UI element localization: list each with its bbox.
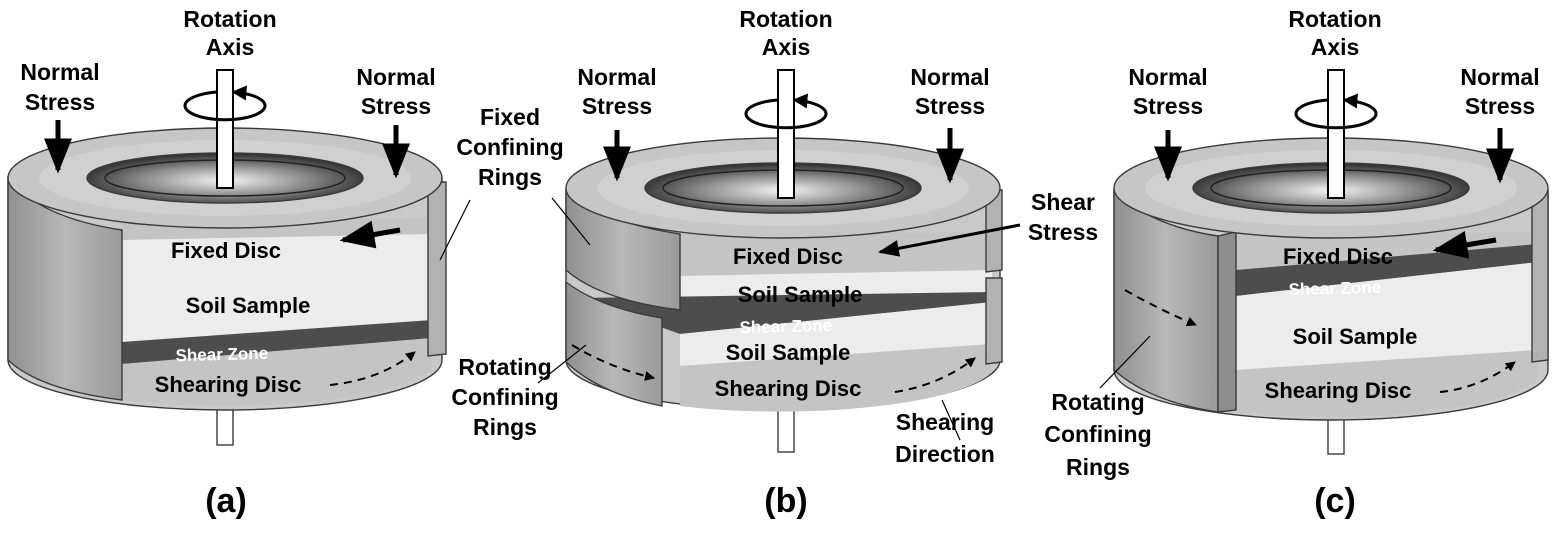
shear-zone-label: Shear Zone: [1288, 278, 1381, 299]
soil-sample-lower-label: Soil Sample: [726, 340, 851, 365]
rotating-confining-rings-c-2: Confining: [1044, 421, 1151, 447]
rotating-confining-ring-edge: [1217, 231, 1237, 413]
shearing-direction-dashed: [894, 357, 976, 393]
shear-stress-1: Shear: [1031, 189, 1095, 215]
shaft-top: [216, 69, 234, 189]
normal-stress-right-2: Stress: [1465, 93, 1535, 119]
rotation-arrow: [183, 85, 267, 122]
panel-c: Rotation Axis Normal Stress Normal Stres…: [1044, 6, 1549, 520]
ring-rotation-dashed: [571, 344, 655, 381]
fixed-rings-leader: [551, 197, 591, 246]
shearing-disc-label: Shearing Disc: [715, 376, 862, 401]
rotation-axis-label-1: Rotation: [739, 6, 832, 32]
normal-stress-right-2: Stress: [361, 93, 431, 119]
shearing-direction-dashed: [1439, 361, 1516, 393]
fixed-disc-label: Fixed Disc: [171, 238, 281, 263]
soil-sample-lower-band: [680, 302, 992, 366]
soil-sample-upper-label: Soil Sample: [738, 282, 863, 307]
shearing-disc-label: Shearing Disc: [155, 372, 302, 397]
shaft-top: [1327, 69, 1345, 199]
rotation-axis-label-1: Rotation: [1288, 6, 1381, 32]
fixed-confining-rings-1: Fixed: [480, 104, 540, 130]
soil-sample-label: Soil Sample: [186, 293, 311, 318]
shear-stress-arrow: [877, 223, 1021, 257]
normal-stress-right-1: Normal: [356, 64, 435, 90]
normal-stress-left-1: Normal: [20, 59, 99, 85]
panel-label-c: (c): [1314, 482, 1356, 520]
shear-zone-label: Shear Zone: [739, 316, 832, 337]
rotating-rings-leader: [537, 344, 587, 384]
shearing-direction-2: Direction: [895, 441, 995, 467]
fixed-disc-label: Fixed Disc: [733, 244, 843, 269]
callouts: Fixed Confining Rings Rotating Confining…: [439, 104, 1098, 467]
normal-stress-left-1: Normal: [1128, 64, 1207, 90]
shearing-disc-band: [122, 338, 432, 406]
normal-stress-right-2: Stress: [915, 93, 985, 119]
rotating-confining-rings-c-3: Rings: [1066, 454, 1130, 480]
shearing-disc-band: [1236, 350, 1538, 417]
soil-sample-label: Soil Sample: [1293, 324, 1418, 349]
rotating-confining-rings-b-3: Rings: [473, 414, 537, 440]
normal-stress-left-2: Stress: [582, 93, 652, 119]
rotation-axis-label-2: Axis: [1311, 34, 1360, 60]
rotating-rings-leader: [1099, 335, 1151, 389]
normal-stress-left-1: Normal: [577, 64, 656, 90]
shearing-direction-leader: [941, 399, 961, 441]
panel-label-b: (b): [764, 482, 807, 520]
shear-stress-2: Stress: [1028, 219, 1098, 245]
panel-b: Rotation Axis Normal Stress Normal Stres…: [537, 6, 1021, 520]
rotating-confining-ring-right: [1531, 189, 1549, 363]
shearing-disc-label: Shearing Disc: [1265, 378, 1412, 403]
panel-label-a: (a): [205, 482, 247, 520]
fixed-confining-rings-3: Rings: [478, 164, 542, 190]
shaft-top: [777, 69, 795, 199]
rotation-axis-label-2: Axis: [206, 34, 255, 60]
soil-sample-band: [1236, 262, 1538, 370]
fixed-rings-leader-a: [439, 199, 471, 261]
rotating-confining-rings-b-2: Confining: [451, 384, 558, 410]
fixed-confining-rings-2: Confining: [456, 134, 563, 160]
shearing-direction-dashed: [329, 351, 416, 386]
normal-stress-right-1: Normal: [910, 64, 989, 90]
rotating-confining-rings-b-1: Rotating: [458, 354, 551, 380]
fixed-disc-band: [680, 232, 992, 276]
rotating-confining-ring-right: [985, 277, 1003, 365]
shear-zone-label: Shear Zone: [175, 344, 268, 365]
shearing-disc-band: [680, 344, 992, 412]
fixed-confining-ring-right: [427, 181, 447, 357]
rotating-confining-ring-left: [565, 280, 663, 407]
shear-stress-arrow: [1432, 231, 1497, 259]
ring-rotation-dashed: [1124, 289, 1197, 327]
panel-a: Rotation Axis Normal Stress Normal Stres…: [7, 6, 447, 520]
fixed-disc-label: Fixed Disc: [1283, 244, 1393, 269]
shear-stress-arrow: [339, 220, 401, 249]
normal-stress-right-1: Normal: [1460, 64, 1539, 90]
rotating-confining-rings-c-1: Rotating: [1051, 389, 1144, 415]
rotation-arrow: [1294, 93, 1378, 130]
normal-stress-left-2: Stress: [1133, 93, 1203, 119]
soil-sample-band: [122, 232, 432, 346]
normal-stress-left-2: Stress: [25, 89, 95, 115]
rotation-arrow: [744, 93, 828, 130]
rotation-axis-label-2: Axis: [762, 34, 811, 60]
rotation-axis-label-1: Rotation: [183, 6, 276, 32]
shearing-direction-1: Shearing: [896, 409, 994, 435]
shear-zone-band: [122, 320, 432, 364]
shear-zone-band: [580, 292, 992, 334]
